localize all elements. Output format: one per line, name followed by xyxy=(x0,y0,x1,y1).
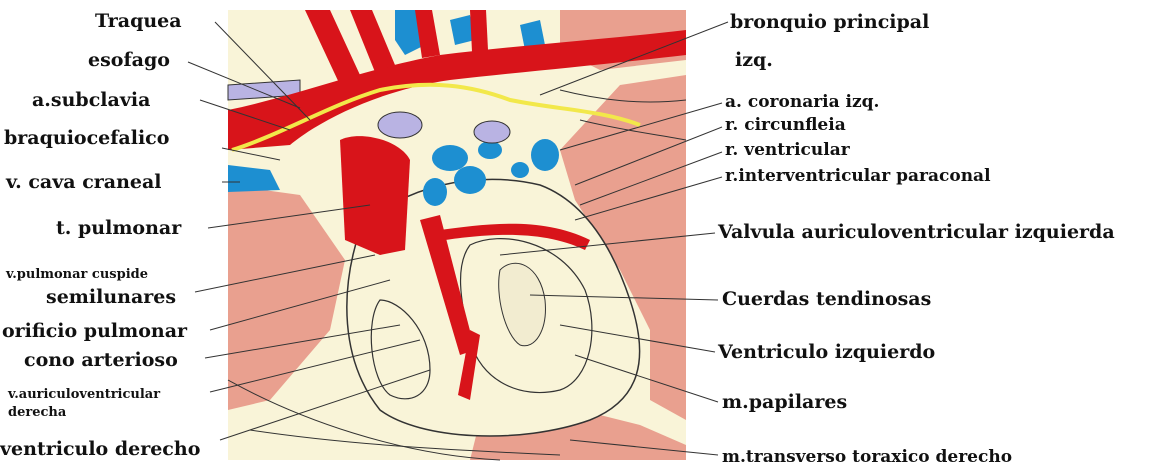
label-r-ventricular: r. ventricular xyxy=(725,140,851,160)
label-cono-arterioso: cono arterioso xyxy=(24,349,178,371)
label-cava-craneal: v. cava craneal xyxy=(5,171,162,193)
label-circunfleja: r. circunfleia xyxy=(725,115,846,135)
label-esofago: esofago xyxy=(88,49,170,71)
label-av-derecha-line1: v.auriculoventricular xyxy=(7,387,160,402)
label-braquiocefalico: braquiocefalico xyxy=(4,127,169,149)
label-orificio-pulmonar: orificio pulmonar xyxy=(2,320,188,342)
label-transverso-toraxico: m.transverso toraxico derecho xyxy=(722,447,1012,467)
label-papilares: m.papilares xyxy=(722,391,847,413)
label-av-derecha-line2: derecha xyxy=(8,405,67,420)
label-subclavia: a.subclavia xyxy=(32,89,150,111)
label-valvula-av-izq: Valvula auriculoventricular izquierda xyxy=(717,221,1115,243)
label-traquea: Traquea xyxy=(95,10,182,32)
label-ventriculo-izquierdo: Ventriculo izquierdo xyxy=(717,341,935,363)
label-t-pulmonar: t. pulmonar xyxy=(56,217,182,239)
label-coronaria-izq: a. coronaria izq. xyxy=(725,92,879,112)
left-labels: Traquea esofago a.subclavia braquiocefal… xyxy=(0,10,200,460)
label-ventriculo-derecho: ventriculo derecho xyxy=(0,438,200,460)
label-interventricular: r.interventricular paraconal xyxy=(725,166,991,186)
label-bronquio-line1: bronquio principal xyxy=(730,11,929,33)
right-labels: bronquio principal izq. a. coronaria izq… xyxy=(717,11,1115,467)
label-bronquio-line2: izq. xyxy=(735,49,773,71)
label-pulmonar-cuspide: v.pulmonar cuspide xyxy=(5,267,148,282)
label-cuerdas-tendinosas: Cuerdas tendinosas xyxy=(722,288,931,310)
illustration xyxy=(228,10,686,460)
label-semilunares: semilunares xyxy=(46,286,176,308)
